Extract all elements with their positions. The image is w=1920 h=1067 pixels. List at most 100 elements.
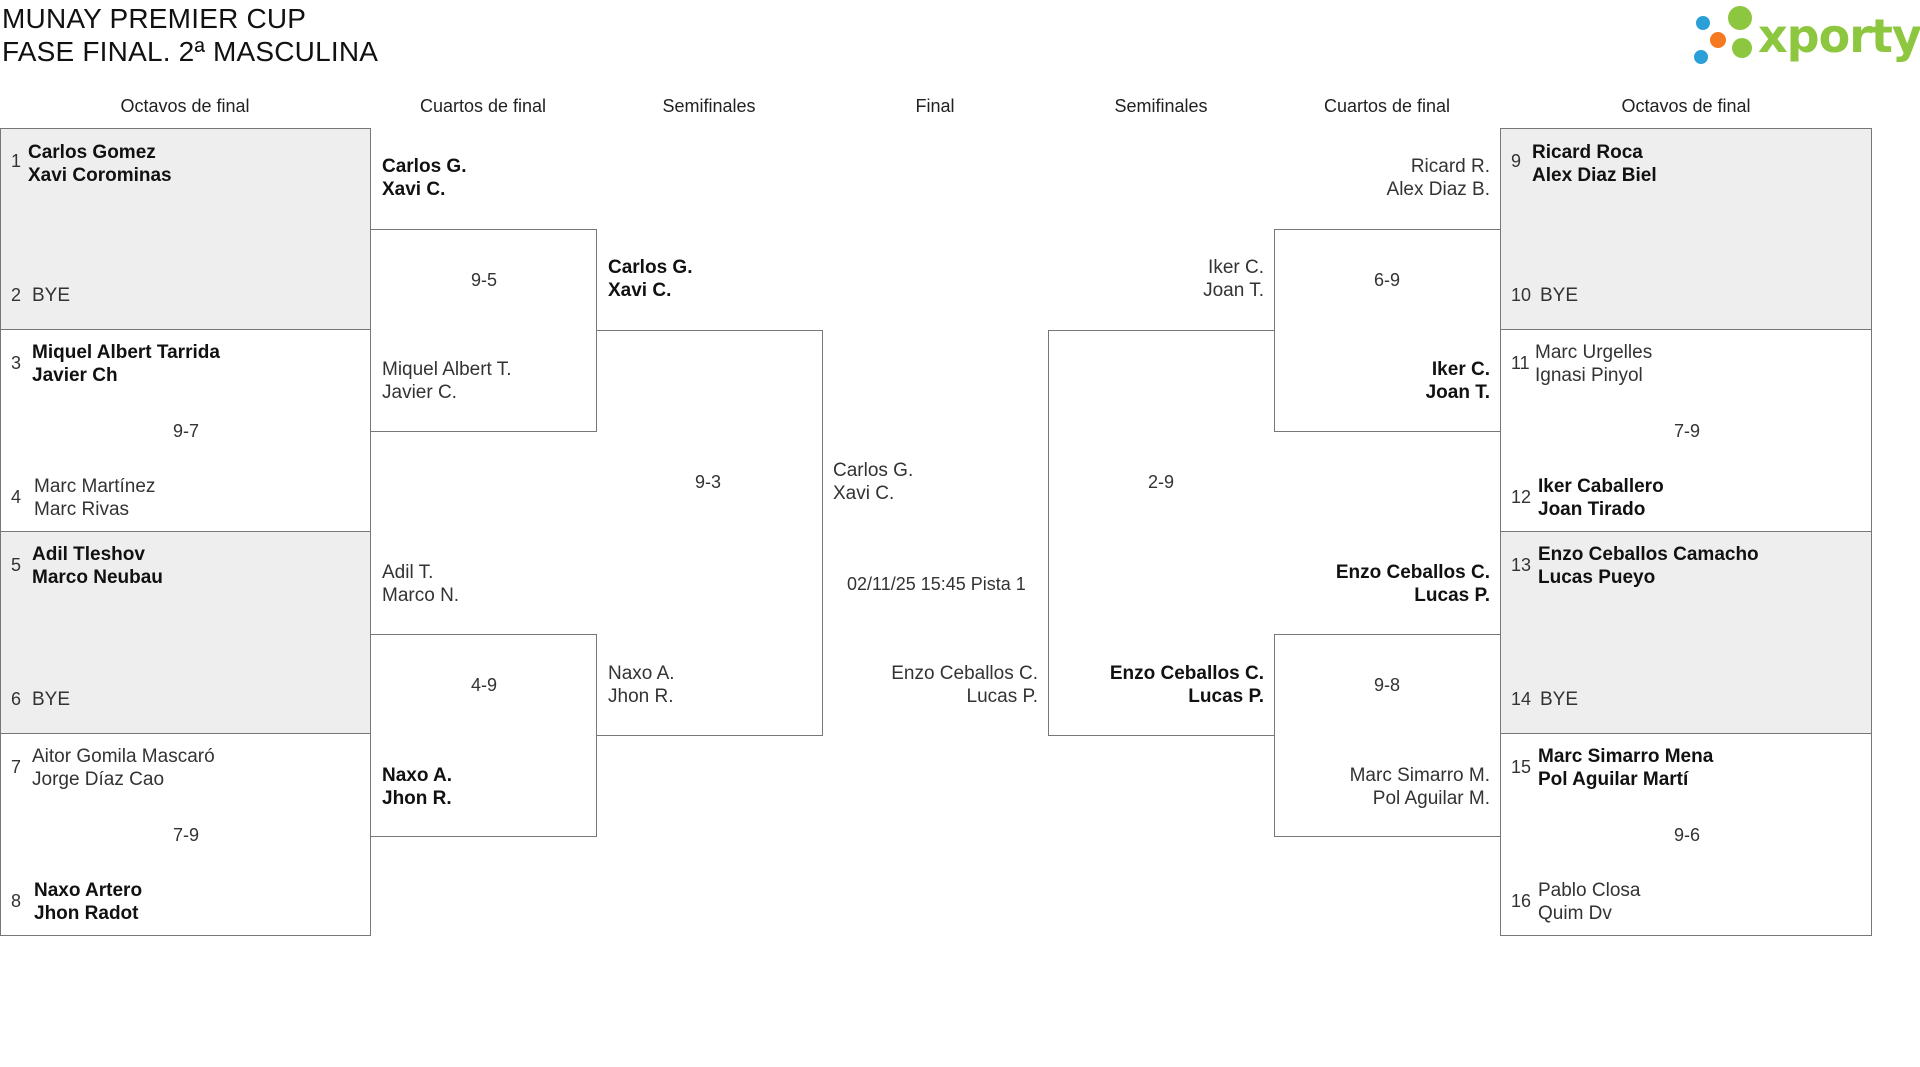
header-right-octavos: Octavos de final: [1621, 96, 1751, 116]
player-name: Carlos G.: [608, 257, 693, 278]
right-qf-match-2[interactable]: 9-8: [1274, 634, 1501, 837]
player-name: Joan T.: [1203, 280, 1264, 301]
final-schedule: 02/11/25 15:45 Pista 1: [847, 574, 1026, 594]
player-name: Joan T.: [1425, 382, 1490, 403]
left-sf-match[interactable]: 9-3: [596, 330, 823, 736]
player-name: Marco Neubau: [32, 567, 163, 588]
player-name: Jhon R.: [382, 788, 452, 809]
player-name: Marc Simarro Mena: [1538, 746, 1714, 767]
match-score: 7-9: [1673, 421, 1700, 441]
player-name: Carlos G.: [382, 156, 467, 177]
player-name: Ricard R.: [1410, 156, 1490, 177]
right-r16-match-3[interactable]: 13 Enzo Ceballos Camacho Lucas Pueyo 14 …: [1500, 531, 1872, 734]
player-name: Miquel Albert Tarrida: [32, 342, 220, 363]
xporty-logo: xporty: [1694, 4, 1920, 70]
player-name: Lucas P.: [1414, 585, 1490, 606]
player-name: Javier C.: [382, 382, 457, 403]
tournament-title: MUNAY PREMIER CUP FASE FINAL. 2ª MASCULI…: [2, 2, 378, 68]
player-name: Xavi Corominas: [28, 165, 172, 186]
player-name: Joan Tirado: [1538, 499, 1646, 520]
player-name: Quim Dv: [1538, 903, 1612, 924]
right-r16-match-2[interactable]: 11 Marc Urgelles Ignasi Pinyol 7-9 12 Ik…: [1500, 329, 1872, 532]
bye-label: BYE: [1540, 689, 1579, 710]
match-score: 7-9: [172, 825, 199, 845]
player-name: Alex Diaz Biel: [1532, 165, 1657, 186]
player-name: Iker C.: [1431, 359, 1490, 380]
match-score: 9-6: [1673, 825, 1700, 845]
header-left-cuartos: Cuartos de final: [419, 96, 547, 116]
seed-number: 10: [1511, 285, 1532, 305]
seed-number: 15: [1511, 757, 1532, 777]
bye-label: BYE: [1540, 285, 1579, 306]
seed-number: 2: [11, 285, 22, 305]
player-name: Xavi C.: [608, 280, 672, 301]
right-r16-match-4[interactable]: 15 Marc Simarro Mena Pol Aguilar Martí 9…: [1500, 733, 1872, 936]
right-qf-match-1[interactable]: 6-9: [1274, 229, 1501, 432]
title-line-2: FASE FINAL. 2ª MASCULINA: [2, 36, 379, 67]
player-name: Carlos Gomez: [28, 142, 156, 163]
bye-label: BYE: [32, 285, 71, 306]
player-name: Pol Aguilar M.: [1372, 788, 1490, 809]
logo-wordmark: xporty: [1758, 9, 1920, 63]
finalist-name: Xavi C.: [833, 483, 895, 504]
player-name: Enzo Ceballos C.: [1109, 663, 1264, 684]
player-name: Marco N.: [382, 585, 460, 606]
seed-number: 3: [11, 353, 22, 373]
player-name: Jorge Díaz Cao: [32, 769, 165, 790]
seed-number: 11: [1511, 353, 1530, 373]
logo-dot-orange: [1710, 32, 1726, 48]
seed-number: 4: [11, 487, 22, 507]
player-name: Pablo Closa: [1538, 880, 1641, 901]
player-name: Ignasi Pinyol: [1535, 365, 1643, 386]
header-right-semis: Semifinales: [1114, 96, 1208, 116]
header-left-semis: Semifinales: [662, 96, 756, 116]
seed-number: 5: [11, 555, 22, 575]
finalist-name: Carlos G.: [833, 460, 914, 481]
player-name: Miquel Albert T.: [382, 359, 512, 380]
player-name: Ricard Roca: [1532, 142, 1643, 163]
title-line-1: MUNAY PREMIER CUP: [2, 3, 307, 34]
logo-dot-blue-2: [1694, 50, 1708, 64]
left-r16-match-1[interactable]: 1 Carlos Gomez Xavi Corominas 2 BYE: [0, 128, 371, 330]
player-name: Naxo A.: [382, 765, 453, 786]
player-name: Naxo Artero: [34, 880, 143, 901]
match-score: 9-7: [172, 421, 199, 441]
match-score: 9-3: [694, 472, 721, 492]
bye-label: BYE: [32, 689, 71, 710]
right-r16-match-1[interactable]: 9 Ricard Roca Alex Diaz Biel 10 BYE: [1500, 128, 1872, 330]
header-left-octavos: Octavos de final: [120, 96, 250, 116]
seed-number: 1: [11, 151, 22, 171]
logo-dot-blue: [1696, 16, 1710, 30]
player-name: Pol Aguilar Martí: [1538, 769, 1689, 790]
player-name: Lucas Pueyo: [1538, 567, 1656, 588]
player-name: Adil Tleshov: [32, 544, 145, 565]
right-sf-match[interactable]: 2-9: [1048, 330, 1275, 736]
player-name: Jhon R.: [608, 686, 674, 707]
player-name: Naxo A.: [608, 663, 675, 684]
player-name: Enzo Ceballos C.: [1335, 562, 1490, 583]
player-name: Marc Martínez: [34, 476, 156, 497]
seed-number: 14: [1511, 689, 1532, 709]
player-name: Lucas P.: [1188, 686, 1264, 707]
player-name: Marc Simarro M.: [1349, 765, 1490, 786]
player-name: Alex Diaz B.: [1386, 179, 1490, 200]
seed-number: 6: [11, 689, 22, 709]
left-r16-match-2[interactable]: 3 Miquel Albert Tarrida Javier Ch 9-7 4 …: [0, 329, 371, 532]
player-name: Iker C.: [1208, 257, 1264, 278]
header-right-cuartos: Cuartos de final: [1323, 96, 1451, 116]
header-final: Final: [915, 96, 955, 116]
seed-number: 8: [11, 891, 22, 911]
match-score: 2-9: [1147, 472, 1174, 492]
logo-dot-green: [1728, 6, 1752, 30]
left-r16-match-4[interactable]: 7 Aitor Gomila Mascaró Jorge Díaz Cao 7-…: [0, 733, 371, 936]
seed-number: 9: [1511, 151, 1522, 171]
seed-number: 13: [1511, 555, 1532, 575]
player-name: Aitor Gomila Mascaró: [32, 746, 215, 767]
left-r16-match-3[interactable]: 5 Adil Tleshov Marco Neubau 6 BYE: [0, 531, 371, 734]
match-score: 9-8: [1373, 675, 1400, 695]
player-name: Javier Ch: [32, 365, 118, 386]
player-name: Adil T.: [382, 562, 434, 583]
seed-number: 12: [1511, 487, 1532, 507]
player-name: Marc Rivas: [34, 499, 130, 520]
match-score: 6-9: [1373, 270, 1400, 290]
